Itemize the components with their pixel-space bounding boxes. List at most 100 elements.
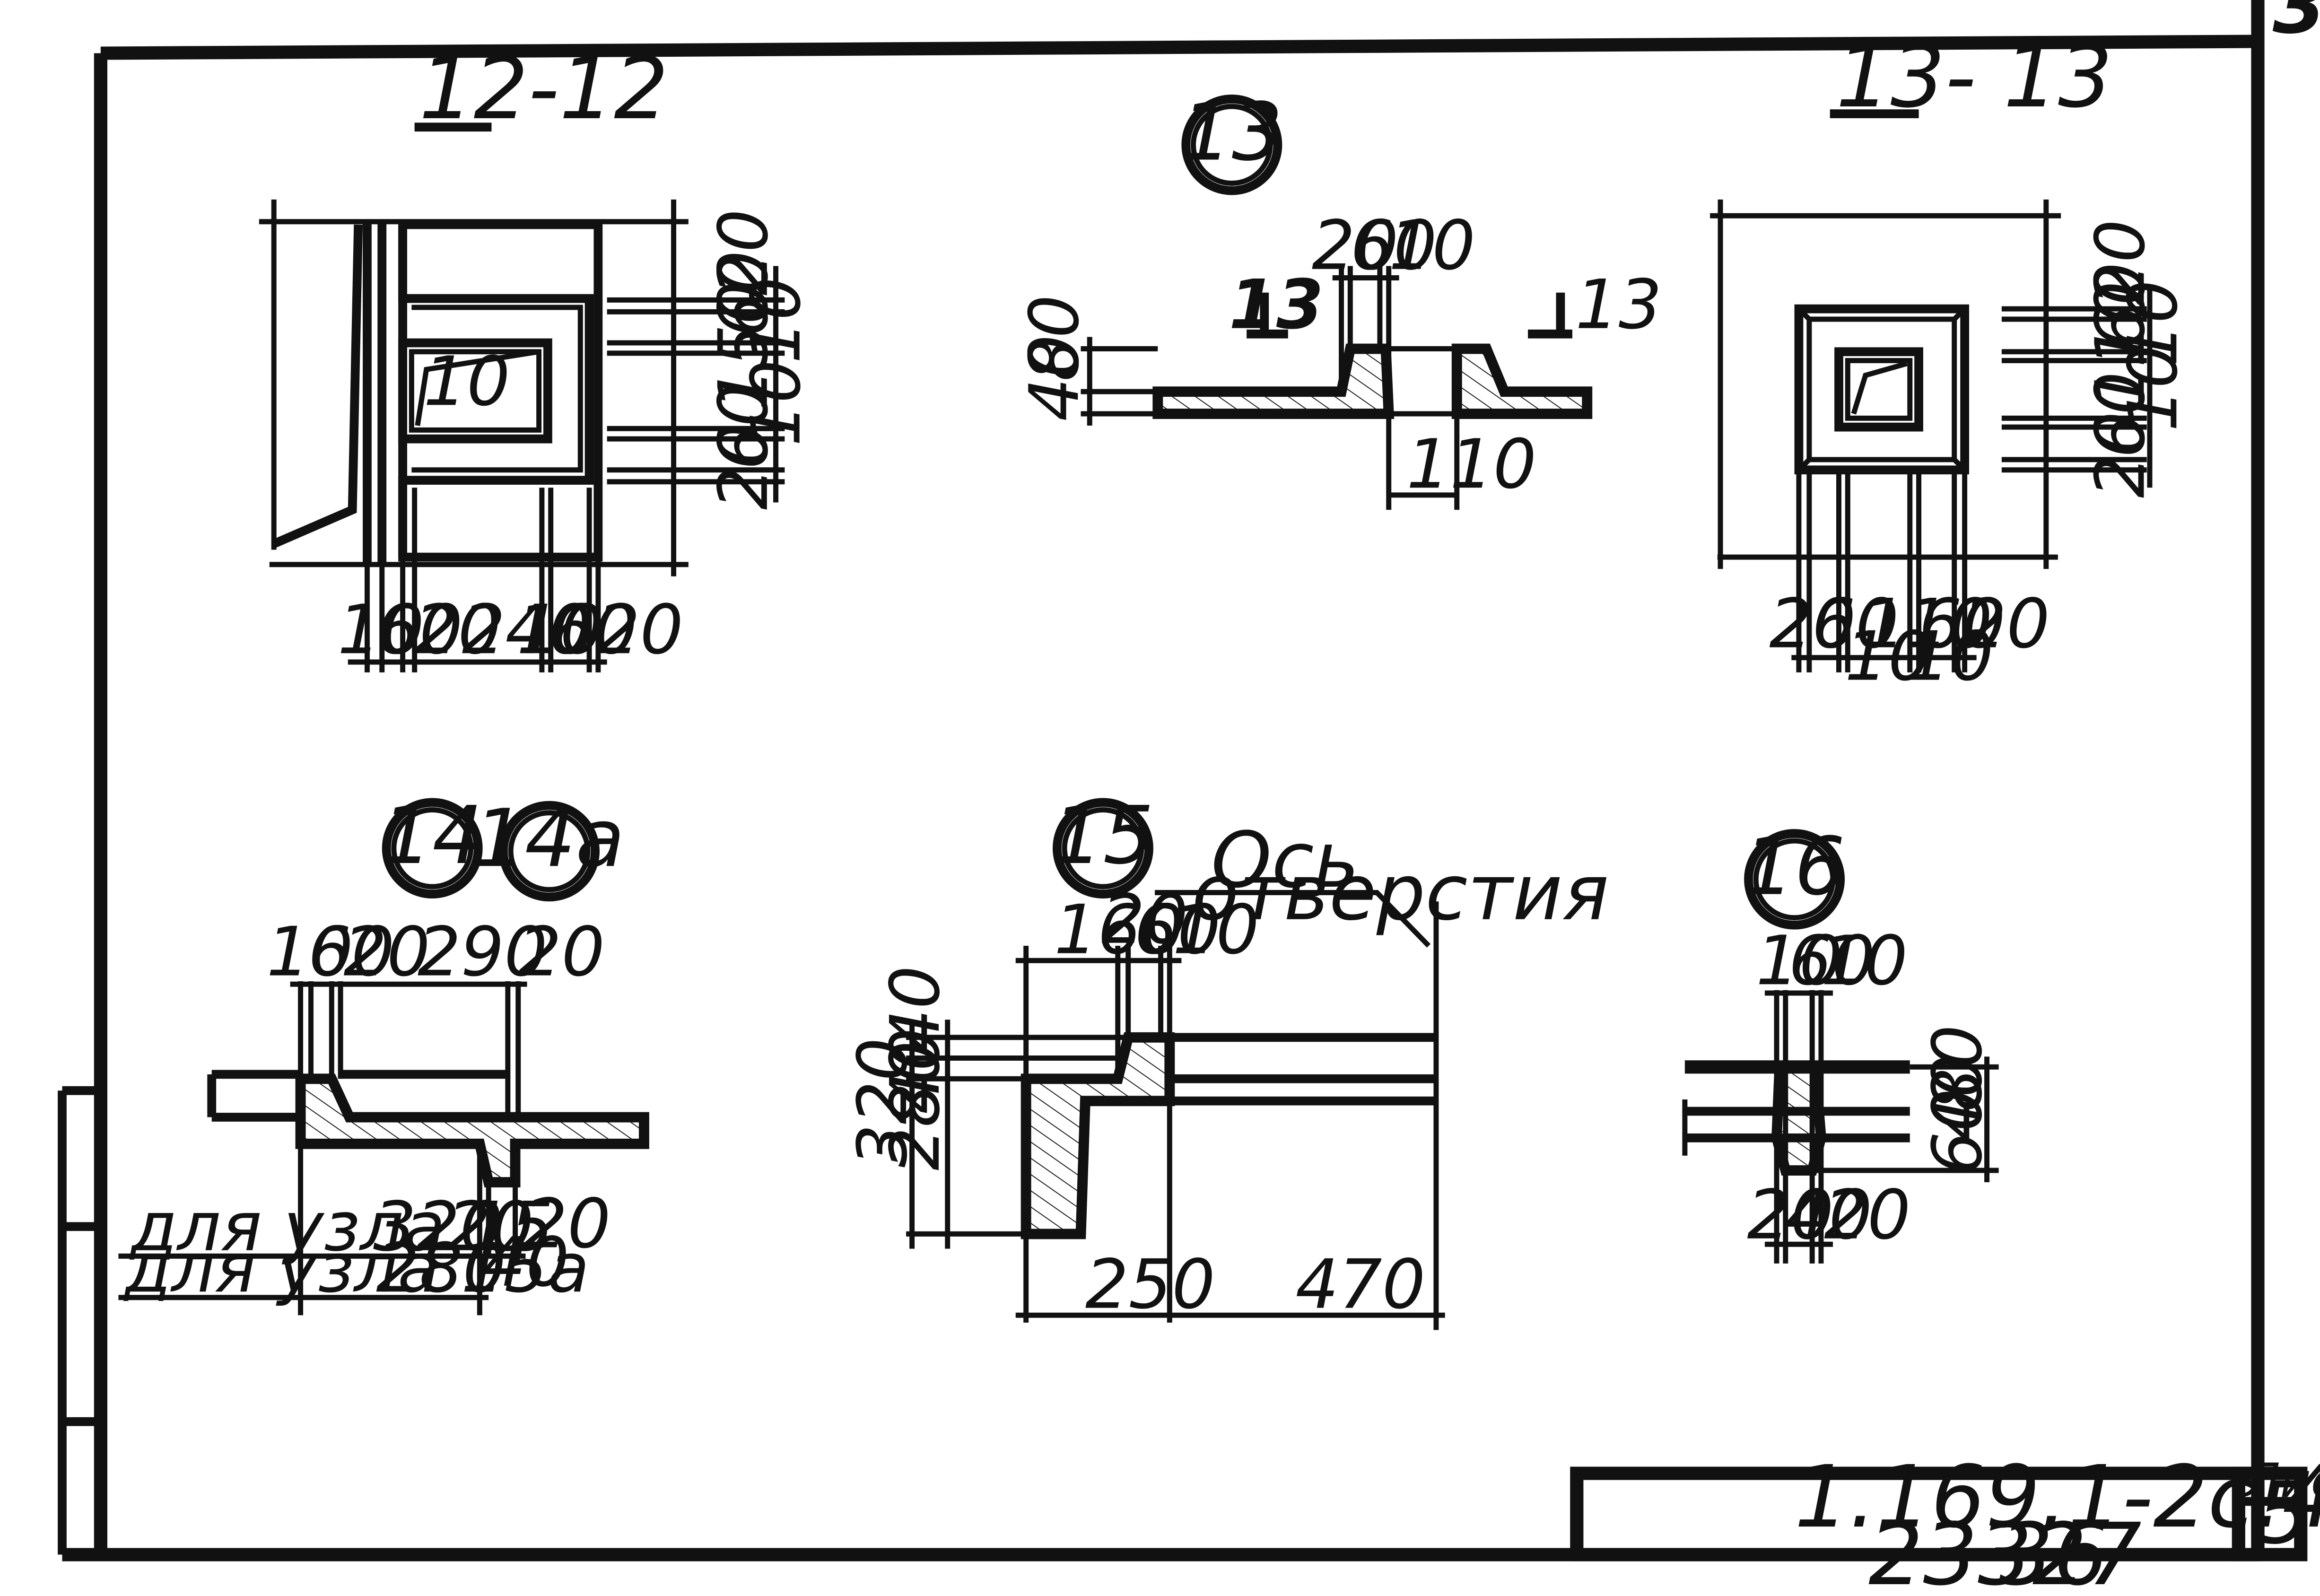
dim-label: 60 [1350, 206, 1437, 285]
dim-label: 80 [1014, 295, 1094, 381]
inventory-page: 36 [1999, 1505, 2108, 1596]
dim-label: 40 [1786, 1175, 1872, 1255]
dim-label: 110 [1406, 424, 1536, 504]
dim-label: 10 [338, 590, 424, 669]
dim-label: 290 [418, 912, 548, 992]
row2-label: для узла 15а [123, 1228, 589, 1308]
dim-label: 20 [2080, 219, 2160, 306]
dim-label: 60 [2080, 372, 2160, 458]
dim-label: 60 [1918, 1088, 1997, 1175]
dim-label: 60 [376, 590, 462, 669]
row1-label: для узла 15 [129, 1187, 554, 1266]
title-designation: 1.169.1-2с.4-45 [1795, 1447, 2320, 1547]
detail-13-dims-left: 40 80 [1014, 295, 1094, 421]
dim-label: 110 [1863, 584, 1993, 663]
dim-label: 10 [1907, 617, 1994, 696]
page-number: 35 [2273, 0, 2320, 51]
dim-label: 60 [1919, 584, 2006, 663]
node-14a-label: 14a [474, 792, 625, 885]
dim-label: 40 [1014, 335, 1094, 421]
dim-label: 20 [597, 590, 683, 669]
detail-13-dims-top: 20 60 10 [1312, 206, 1475, 285]
dim-label: 20 [518, 912, 605, 992]
dim-label: 10 [1173, 890, 1259, 969]
detail-16-dims-right: 40 80 60 [1918, 1025, 1997, 1175]
section-12-dims-bottom: 10 60 20 240 10 60 20 [338, 590, 683, 669]
dim-label: 20 [343, 912, 430, 992]
dim-label: 20 [704, 209, 783, 296]
dim-label: 20 [1963, 584, 2050, 663]
title-list-number: 5 [2256, 1464, 2311, 1563]
dim-label: 40 [483, 1222, 569, 1302]
dim-label: 10 [2113, 345, 2192, 432]
dim-label: 470 [1295, 1245, 1425, 1324]
slab-section-14 [295, 1073, 649, 1187]
dim-label: 60 [551, 590, 637, 669]
dim-label: 10 [1756, 921, 1842, 1000]
dim-label: 40 [875, 966, 955, 1052]
dim-label: 20 [1747, 1175, 1833, 1255]
dim-label: 10 [736, 360, 816, 446]
dim-label: 60 [1812, 584, 1899, 663]
detail-15-dims-top: 160 20 60 10 [1054, 880, 1259, 969]
detail-15: 15 Ось отверстия 320 40 40 280 160 20 60… [843, 789, 1609, 1330]
dim-label: 40 [875, 1028, 955, 1114]
dim-label: 20 [524, 1184, 611, 1264]
dim-label: 10 [1389, 206, 1475, 285]
dim-label: 40 [1918, 1055, 1997, 1141]
section-12-title: 12-12 [419, 39, 669, 139]
section-12-12: 12-12 10 20 60 10 150 10 60 2 [259, 39, 816, 672]
dim-label: 20 [2080, 411, 2160, 498]
dim-label: 80 [1918, 1025, 1997, 1111]
dim-label: 10 [267, 912, 353, 992]
dim-label: 60 [1788, 921, 1875, 1000]
detail-16-dims-bottom: 20 40 20 [1747, 1175, 1910, 1255]
dim-label: 10 [736, 277, 816, 364]
dim-label: 60 [1134, 890, 1221, 969]
dim-label: 150 [704, 281, 783, 410]
dim-label: 320 [843, 1038, 922, 1167]
title-list-label: Лист [2243, 1453, 2320, 1509]
dim-label: 250 [1085, 1245, 1215, 1324]
detail-16-dims-top: 10 60 10 [1756, 921, 1908, 1000]
title-block [1570, 1466, 2308, 1561]
cut-13-left: 13 [1229, 265, 1324, 344]
dim-label: 60 [704, 251, 783, 337]
dim-label: 20 [447, 1187, 534, 1266]
node-14-label: 14 [382, 789, 483, 882]
inventory-number: 23327 [1868, 1505, 2142, 1596]
section-13-dims-bottom: 20 60 110 60 20 10 10 [1769, 584, 2050, 696]
dim-label: 20 [1769, 584, 1856, 663]
node-16-label: 16 [1744, 820, 1845, 913]
dim-label: 280 [376, 1228, 506, 1308]
detail-16: 16 40 80 60 10 60 10 20 40 20 [1682, 820, 1999, 1264]
detail-13: 13 13 13 40 80 20 60 10 110 [1014, 86, 1662, 510]
dim-label: 20 [415, 590, 501, 669]
dim-label: 20 [1824, 1175, 1910, 1255]
cut-13-right: 13 [1575, 265, 1662, 344]
section-13-dims-right: 20 60 10 110 10 60 20 [2080, 219, 2192, 498]
dim-label: 160 [1054, 890, 1184, 969]
dim-label: 60 [2080, 262, 2160, 349]
dim-label: 10 [1821, 921, 1908, 1000]
section-12-note: 10 [423, 341, 510, 421]
node-13-label: 13 [1181, 86, 1282, 179]
detail-14-dims-top: 10 60 20 290 20 [267, 912, 605, 992]
slab-section-right [1451, 343, 1593, 419]
dim-label: 10 [517, 590, 603, 669]
node-15-label: 15 [1052, 789, 1154, 882]
dim-label: 110 [2080, 281, 2160, 410]
dim-label: 60 [308, 912, 394, 992]
dim-label: 10 [1845, 617, 1931, 696]
dim-label: 280 [875, 1041, 955, 1170]
dim-label: 240 [462, 590, 592, 669]
dim-label: 10 [2113, 280, 2192, 366]
section-12-dims-right: 20 60 10 150 10 60 20 [704, 209, 816, 510]
dim-label: 60 [704, 384, 783, 470]
dim-label: 20 [704, 423, 783, 510]
slab-section-15 [1020, 1032, 1175, 1239]
detail-14: 14 14a 10 60 20 290 20 для узла 15 320 2… [118, 789, 649, 1316]
dim-label: 320 [373, 1187, 503, 1266]
dim-label: 20 [1101, 880, 1188, 959]
